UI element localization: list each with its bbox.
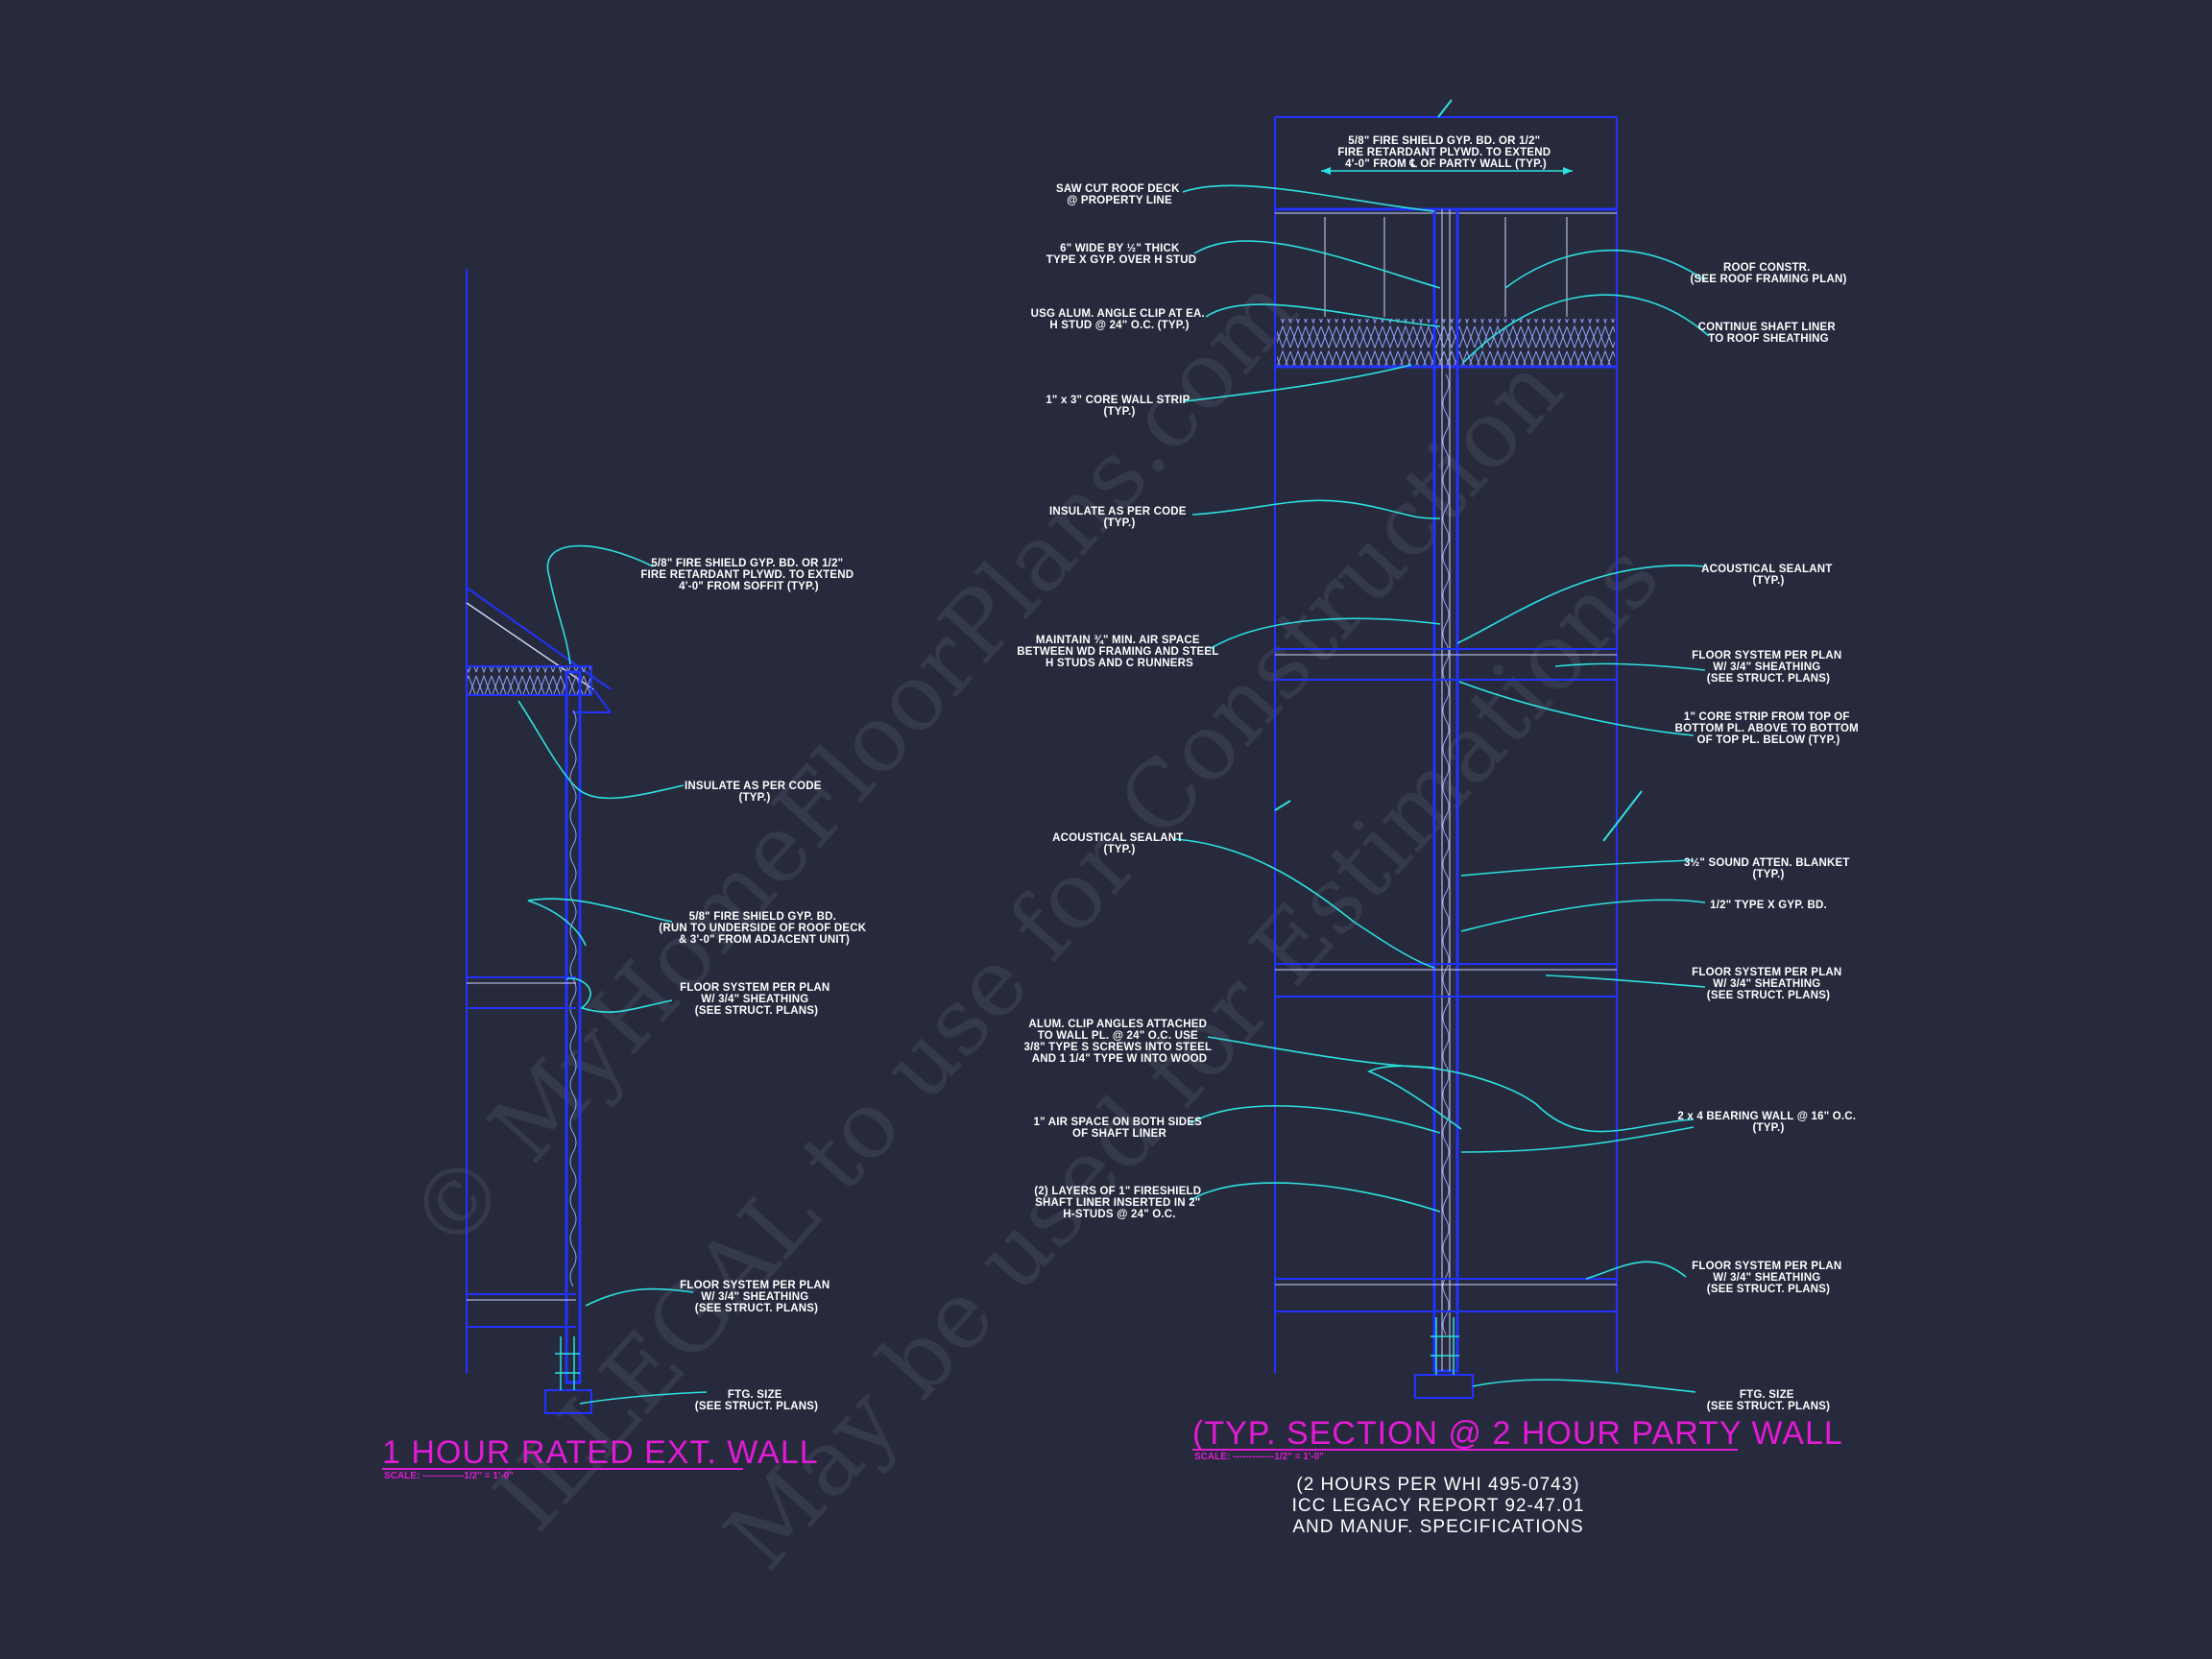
left-note-5: FLOOR SYSTEM PER PLAN W/ 3/4" SHEATHING …: [680, 1280, 833, 1314]
right-scale: SCALE: -------------1/2" = 1'-0": [1194, 1452, 1324, 1462]
right-title-block: (TYP. SECTION @ 2 HOUR PARTY WALL SCALE:…: [1192, 1415, 1843, 1537]
right-subtitle-2: ICC LEGACY REPORT 92-47.01: [1292, 1496, 1585, 1516]
right-subtitle-1: (2 HOURS PER WHI 495-0743): [1296, 1475, 1579, 1495]
right-left-note-9: 1" AIR SPACE ON BOTH SIDES OF SHAFT LINE…: [1034, 1117, 1206, 1140]
right-title: (TYP. SECTION @ 2 HOUR PARTY WALL: [1192, 1415, 1843, 1452]
right-left-note-8: ALUM. CLIP ANGLES ATTACHED TO WALL PL. @…: [1024, 1019, 1215, 1065]
left-note-3: 5/8" FIRE SHIELD GYP. BD. (RUN TO UNDERS…: [659, 911, 869, 946]
right-right-note-7: 1/2" TYPE X GYP. BD.: [1710, 900, 1827, 911]
floor-system-2: [1275, 963, 1617, 998]
right-left-notes: SAW CUT ROOF DECK @ PROPERTY LINE 6" WID…: [1017, 183, 1221, 1220]
right-right-note-8: FLOOR SYSTEM PER PLAN W/ 3/4" SHEATHING …: [1692, 967, 1845, 1001]
left-note-1: 5/8" FIRE SHIELD GYP. BD. OR 1/2" FIRE R…: [640, 558, 856, 592]
right-left-note-6: MAINTAIN ¾" MIN. AIR SPACE BETWEEN WD FR…: [1017, 635, 1221, 669]
left-wall-studs: [565, 670, 582, 1384]
left-scale: SCALE: -------------1/2" = 1'-0": [384, 1471, 514, 1481]
right-right-note-2: CONTINUE SHAFT LINER TO ROOF SHEATHING: [1698, 322, 1839, 345]
right-left-note-4: 1" x 3" CORE WALL STRIP (TYP.): [1046, 395, 1192, 418]
right-right-note-3: ACOUSTICAL SEALANT (TYP.): [1701, 564, 1836, 587]
left-wall-insulation: [569, 709, 577, 1287]
right-wall-detail: [1274, 99, 1643, 1399]
right-top-note: 5/8" FIRE SHIELD GYP. BD. OR 1/2" FIRE R…: [1337, 135, 1553, 170]
right-right-note-4: FLOOR SYSTEM PER PLAN W/ 3/4" SHEATHING …: [1692, 650, 1845, 685]
right-leaders: [1174, 184, 1710, 1393]
right-footing: [1414, 1374, 1474, 1399]
right-subtitle-3: AND MANUF. SPECIFICATIONS: [1292, 1517, 1583, 1537]
right-left-note-7: ACOUSTICAL SEALANT (TYP.): [1052, 832, 1187, 855]
right-left-note-2: 6" WIDE BY ½" THICK TYPE X GYP. OVER H S…: [1046, 243, 1196, 266]
right-left-note-3: USG ALUM. ANGLE CLIP AT EA. H STUD @ 24"…: [1031, 308, 1209, 331]
left-title-block: 1 HOUR RATED EXT. WALL SCALE: ----------…: [382, 1434, 819, 1481]
left-note-6: FTG. SIZE (SEE STRUCT. PLANS): [695, 1389, 818, 1412]
left-notes: 5/8" FIRE SHIELD GYP. BD. OR 1/2" FIRE R…: [640, 558, 869, 1412]
right-right-note-5: 1" CORE STRIP FROM TOP OF BOTTOM PL. ABO…: [1675, 711, 1863, 746]
right-right-note-1: ROOF CONSTR. (SEE ROOF FRAMING PLAN): [1690, 262, 1846, 285]
left-note-4: FLOOR SYSTEM PER PLAN W/ 3/4" SHEATHING …: [680, 982, 833, 1017]
right-note-top: 5/8" FIRE SHIELD GYP. BD. OR 1/2" FIRE R…: [1337, 135, 1553, 170]
right-right-note-6: 3½" SOUND ATTEN. BLANKET (TYP.): [1684, 857, 1853, 880]
right-right-note-11: FTG. SIZE (SEE STRUCT. PLANS): [1707, 1389, 1830, 1412]
right-left-note-1: SAW CUT ROOF DECK @ PROPERTY LINE: [1056, 183, 1183, 206]
left-note-2: INSULATE AS PER CODE (TYP.): [685, 781, 825, 804]
party-wall-insulation: [1442, 373, 1450, 1335]
left-leaders: [517, 544, 708, 1405]
right-right-note-9: 2 x 4 BEARING WALL @ 16" O.C. (TYP.): [1677, 1111, 1859, 1134]
left-wall-detail: [466, 269, 612, 1414]
right-right-note-10: FLOOR SYSTEM PER PLAN W/ 3/4" SHEATHING …: [1692, 1261, 1845, 1295]
right-right-notes: ROOF CONSTR. (SEE ROOF FRAMING PLAN) CON…: [1675, 262, 1863, 1412]
right-left-note-10: (2) LAYERS OF 1" FIRESHIELD SHAFT LINER …: [1034, 1186, 1204, 1220]
party-wall-shaft-liner: [1432, 207, 1459, 1373]
right-roof-insulation: [1277, 319, 1615, 367]
right-left-note-5: INSULATE AS PER CODE (TYP.): [1049, 506, 1190, 529]
floor-system-1: [1275, 648, 1617, 681]
left-title: 1 HOUR RATED EXT. WALL: [382, 1434, 819, 1471]
floor-system-3: [1275, 1278, 1617, 1312]
